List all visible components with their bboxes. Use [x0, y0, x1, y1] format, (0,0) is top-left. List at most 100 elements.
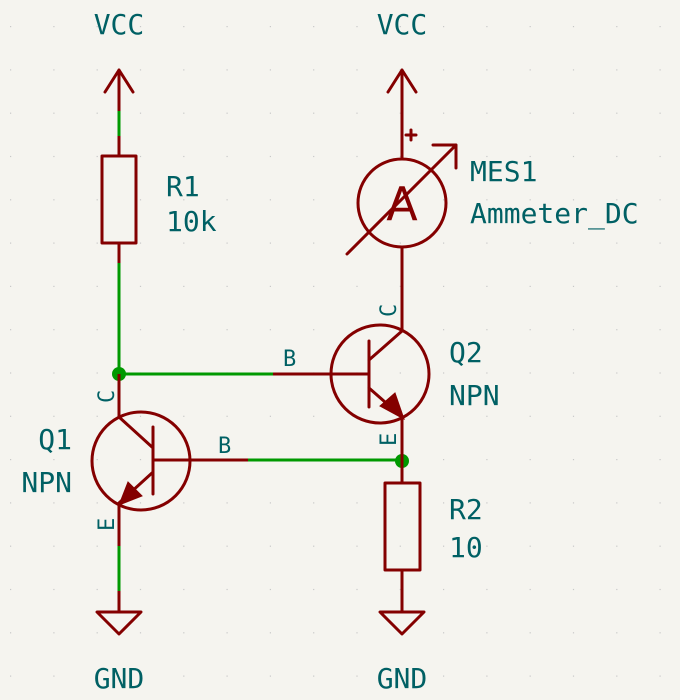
grid-dot — [486, 588, 488, 591]
grid-dot — [53, 415, 55, 417]
grid-dot — [269, 112, 271, 114]
grid-dot — [443, 632, 445, 634]
grid-dot — [616, 675, 618, 677]
q2-collector-lead — [367, 329, 404, 362]
grid-dot — [529, 199, 531, 201]
grid-dot — [226, 588, 228, 591]
grid-dot — [53, 329, 55, 331]
grid-dot — [529, 675, 531, 677]
grid-dot — [96, 155, 98, 158]
grid-dot — [96, 26, 98, 28]
grid-dot — [572, 26, 575, 28]
grid-dot — [226, 112, 228, 114]
grid-dot — [486, 372, 488, 374]
plus-polarity-icon — [404, 128, 418, 142]
grid-dot — [616, 632, 618, 634]
grid-dot — [486, 675, 488, 677]
grid-dot — [616, 26, 618, 28]
grid-dot — [139, 502, 142, 504]
grid-dot — [572, 675, 575, 677]
grid-dot — [226, 69, 228, 71]
grid-dot — [313, 588, 315, 591]
r1-reference: R1 — [166, 170, 200, 203]
grid-dot — [96, 459, 98, 461]
grid-dot — [572, 329, 575, 331]
grid-dot — [269, 502, 271, 504]
transistor-q1[interactable]: C E B Q1 NPN — [21, 374, 248, 546]
grid-dot — [572, 285, 575, 287]
grid-dot — [399, 372, 401, 374]
grid-dot — [269, 588, 271, 591]
grid-dot — [269, 415, 271, 417]
grid-dot — [139, 632, 142, 634]
grid-dot — [313, 199, 315, 201]
grid-dot — [486, 155, 488, 158]
q2-pin-c-label: C — [377, 304, 402, 317]
grid-dot — [10, 329, 12, 331]
grid-dot — [443, 372, 445, 374]
grid-dot — [10, 155, 12, 158]
grid-dot — [616, 372, 618, 374]
gnd-left-symbol[interactable]: GND — [94, 591, 145, 695]
emitter-arrow-icon — [118, 481, 143, 506]
resistor-r1[interactable]: R1 10k — [100, 136, 217, 263]
grid-dot — [486, 112, 488, 114]
grid-dot — [443, 69, 445, 71]
grid-dot — [616, 155, 618, 158]
grid-dot — [659, 632, 661, 634]
grid-dot — [572, 372, 575, 374]
gnd-left-label: GND — [94, 662, 145, 695]
grid-dot — [53, 459, 55, 461]
gnd-right-symbol[interactable]: GND — [377, 610, 428, 695]
grid-dot — [443, 242, 445, 244]
vcc-right-symbol[interactable]: VCC — [377, 8, 428, 113]
grid-dot — [96, 285, 98, 287]
grid-dot — [486, 415, 488, 417]
grid-dot — [313, 545, 315, 547]
grid-dot — [356, 69, 358, 71]
grid-dot — [356, 588, 358, 591]
grid-dot — [226, 675, 228, 677]
grid-dot — [486, 329, 488, 331]
r1-value: 10k — [166, 205, 217, 238]
grid-dot — [572, 632, 575, 634]
grid-dot — [226, 285, 228, 287]
grid-dot — [529, 632, 531, 634]
power-arrow-icon — [103, 68, 135, 113]
grid-dot — [313, 69, 315, 71]
grid-dot — [486, 285, 488, 287]
grid-dot — [443, 459, 445, 461]
grid-dot — [399, 588, 401, 591]
grid-dot — [443, 199, 445, 201]
q2-reference: Q2 — [449, 336, 483, 369]
grid-dot — [53, 242, 55, 244]
grid-dot — [443, 329, 445, 331]
resistor-r2[interactable]: R2 10 — [383, 481, 483, 612]
grid-dot — [96, 415, 98, 417]
ammeter-mes1[interactable]: A MES1 Ammeter_DC — [345, 111, 639, 330]
grid-dot — [616, 459, 618, 461]
grid-dot — [53, 588, 55, 591]
grid-dot — [486, 459, 488, 461]
grid-dot — [183, 199, 185, 201]
grid-dot — [183, 502, 185, 504]
vcc-left-label: VCC — [94, 8, 145, 41]
vcc-left-symbol[interactable]: VCC — [94, 8, 145, 113]
grid — [10, 26, 661, 677]
grid-dot — [10, 459, 12, 461]
grid-dot — [659, 329, 661, 331]
grid-dot — [183, 112, 185, 114]
grid-dot — [10, 675, 12, 677]
grid-dot — [399, 502, 401, 504]
grid-dot — [313, 502, 315, 504]
grid-dot — [443, 588, 445, 591]
transistor-q2[interactable]: C E B Q2 NPN — [273, 304, 500, 483]
grid-dot — [313, 675, 315, 677]
ammeter-glyph: A — [386, 177, 418, 231]
grid-dot — [399, 285, 401, 287]
grid-dot — [616, 242, 618, 244]
grid-dot — [356, 155, 358, 158]
gnd-right-label: GND — [377, 662, 428, 695]
grid-dot — [10, 415, 12, 417]
